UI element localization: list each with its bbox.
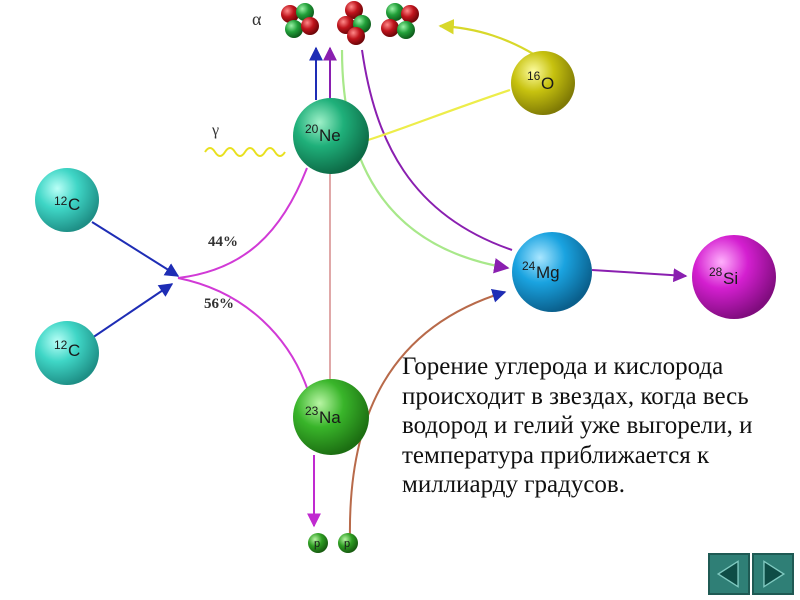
- nucleus-mg24: 24 Mg: [512, 232, 592, 312]
- alpha-cluster-left: [281, 3, 319, 38]
- alpha-label: α: [252, 9, 262, 29]
- nucleus-symbol: Si: [723, 269, 738, 288]
- triangle-right-icon: [763, 560, 786, 588]
- proton-right: p: [338, 533, 358, 553]
- reaction-paths: [91, 19, 688, 541]
- nucleus-o16: 16 O: [511, 51, 575, 115]
- gamma-label: γ: [211, 122, 219, 139]
- nucleus-mass: 20: [305, 122, 319, 136]
- junction-to-ne20-path: [177, 167, 308, 279]
- alpha-to-mg24-green-path: [340, 49, 510, 274]
- gamma-wave: [204, 147, 286, 157]
- mg24-to-si28-arrow: [591, 268, 688, 283]
- nucleus-mass: 16: [527, 69, 541, 83]
- alpha-cluster-right: [381, 3, 419, 39]
- nucleus-ne20: 20 Ne: [293, 98, 369, 174]
- proton-label: p: [344, 538, 350, 550]
- o16-to-alpha-yellow-arrow: [438, 19, 536, 56]
- junction-to-na23-path: [177, 277, 308, 389]
- alpha-clusters: [281, 1, 419, 45]
- o16-to-ne20-yellow-path: [367, 88, 511, 142]
- nucleus-symbol: C: [68, 195, 80, 214]
- nucleus-mass: 23: [305, 404, 319, 418]
- nucleus-mass: 28: [709, 265, 723, 279]
- branch-56-label: 56%: [204, 296, 234, 312]
- nucleus-c12-top: 12 C: [35, 168, 99, 232]
- nucleus-symbol: Ne: [319, 126, 341, 145]
- nucleus-c12-bottom: 12 C: [35, 321, 99, 385]
- nucleus-na23: 23 Na: [293, 379, 369, 455]
- c12-bottom-to-junction-arrow: [91, 283, 174, 339]
- nucleus-mass: 12: [54, 194, 68, 208]
- next-button[interactable]: [752, 553, 794, 595]
- na23-to-mg24-brown-path: [348, 288, 507, 541]
- nucleus-symbol: Mg: [536, 263, 560, 282]
- nucleus-symbol: C: [68, 341, 80, 360]
- nucleus-symbol: Na: [319, 408, 341, 427]
- triangle-left-icon: [716, 560, 739, 588]
- nucleus-mass: 24: [522, 259, 536, 273]
- proton-left: p: [308, 533, 328, 553]
- prev-button[interactable]: [708, 553, 750, 595]
- alpha-cluster-middle: [337, 1, 371, 45]
- nucleus-mass: 12: [54, 338, 68, 352]
- branch-44-label: 44%: [208, 234, 238, 250]
- nucleus-symbol: O: [541, 74, 554, 93]
- c12-top-to-junction-arrow: [91, 221, 180, 277]
- alpha-to-mg24-purple-path: [361, 49, 513, 251]
- caption-text: Горение углерода и кислорода происходит …: [402, 353, 753, 498]
- nucleus-si28: 28 Si: [692, 235, 776, 319]
- proton-label: p: [314, 538, 320, 550]
